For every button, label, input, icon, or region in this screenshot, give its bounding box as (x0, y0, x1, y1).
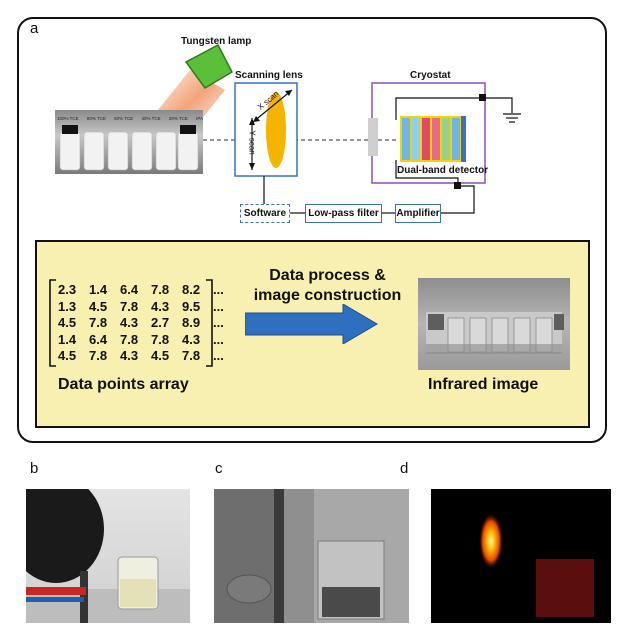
tungsten-lamp (184, 43, 233, 89)
cryostat-window (368, 118, 378, 156)
hot-spot (479, 513, 503, 569)
panel-label-b: b (30, 460, 39, 477)
process-title: Data process & image construction (240, 266, 415, 306)
scanning-lens-label: Scanning lens (235, 70, 303, 81)
panel-label-c: c (215, 460, 223, 477)
vial-label: 100% TCE (57, 116, 79, 121)
infrared-photo-gray (214, 489, 409, 623)
vial-label: 40% TCE (141, 116, 161, 121)
amplifier-box: Amplifier (395, 204, 441, 223)
vial-labels: 100% TCE 80% TCE 60% TCE 40% TCE 20% TCE… (57, 116, 203, 121)
infrared-image-label: Infrared image (428, 376, 539, 393)
dual-band-detector (400, 116, 466, 162)
vial-label: IPA (196, 116, 203, 121)
warm-beaker (536, 559, 594, 617)
tungsten-lamp-label: Tungsten lamp (181, 36, 252, 47)
vial-label: 60% TCE (114, 116, 134, 121)
setup-diagram (55, 43, 521, 214)
panel-label-d: d (400, 460, 409, 477)
panel-a-frame (17, 17, 607, 443)
infrared-photo-color (431, 489, 611, 623)
vial-label: 80% TCE (86, 116, 106, 121)
black-disk (26, 489, 104, 583)
process-title-line1: Data process & (269, 267, 386, 284)
matrix-brackets (49, 279, 213, 367)
detector-label: Dual-band detector (397, 165, 489, 176)
scanning-lens (266, 92, 286, 168)
infrared-image (418, 278, 570, 370)
panel-label-a: a (30, 20, 39, 37)
y-scan-label: Y scan (247, 130, 257, 155)
process-title-line2: image construction (253, 287, 402, 304)
scanning-lens-box (234, 82, 298, 177)
cryostat-label: Cryostat (410, 70, 451, 81)
vial-label: 20% TCE (168, 116, 188, 121)
data-points-label: Data points array (58, 376, 189, 393)
low-pass-filter-box: Low-pass filter (305, 204, 382, 223)
software-box: Software (240, 204, 290, 223)
photo-setup (26, 489, 190, 623)
process-arrow (245, 304, 378, 344)
